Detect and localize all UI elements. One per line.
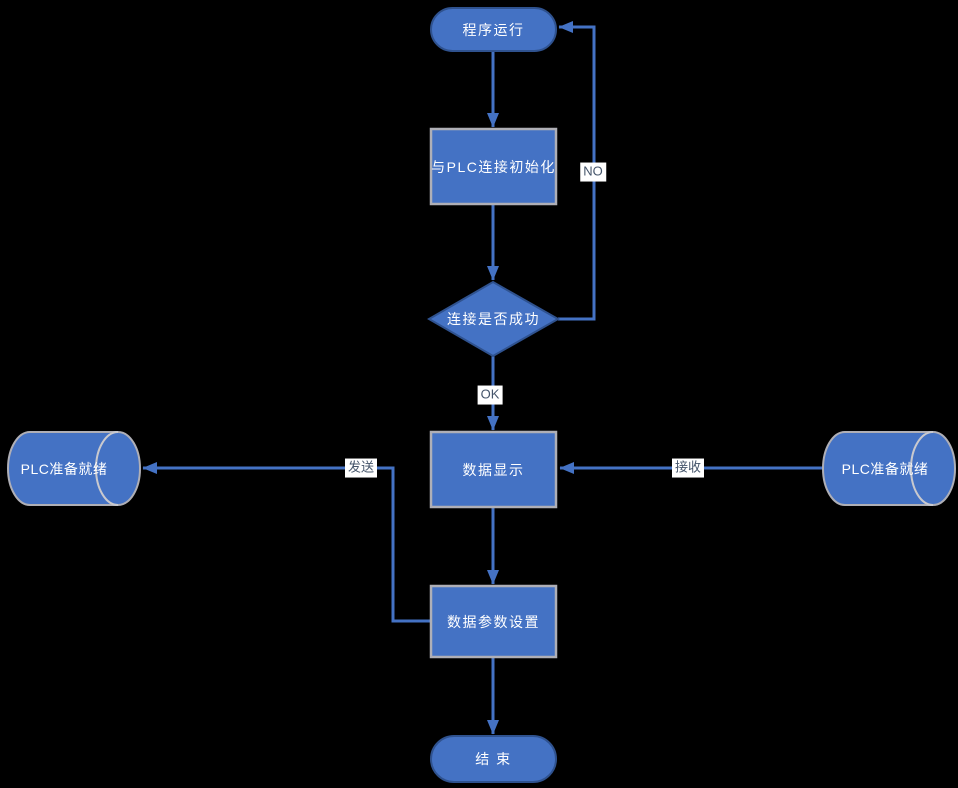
display-process-shape — [429, 430, 558, 509]
connector-no-loop — [558, 21, 596, 321]
decision-diamond-shape — [427, 280, 561, 358]
init-process-shape — [429, 127, 558, 206]
connector-send — [142, 462, 430, 623]
plc-receive-cylinder-rim — [910, 431, 934, 506]
plc-receive-cylinder-shape — [822, 431, 956, 506]
start-terminator-shape — [430, 7, 557, 52]
plc-send-cylinder-rim — [95, 431, 119, 506]
end-terminator-shape — [430, 735, 557, 783]
plc-send-cylinder-shape — [7, 431, 141, 506]
params-process-shape — [429, 584, 558, 659]
